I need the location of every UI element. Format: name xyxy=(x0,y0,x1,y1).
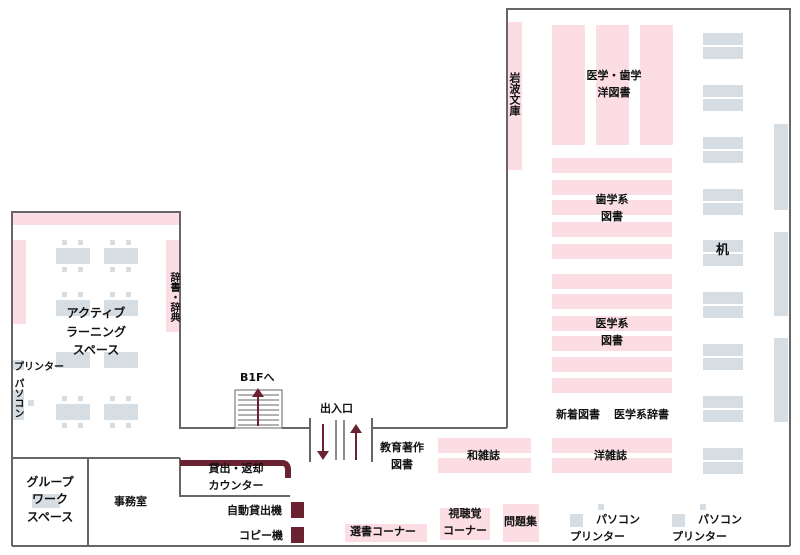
label-line: 洋図書 xyxy=(597,85,631,99)
label-line: カウンター xyxy=(208,478,264,492)
left-pc-printer xyxy=(12,360,34,420)
entrance-label: 出入口 xyxy=(320,402,353,415)
label-line: グループ xyxy=(26,475,74,489)
western-journals-label: 洋雑誌 xyxy=(594,449,627,462)
label-line: 教育著作 xyxy=(380,441,424,454)
medical-dental-western-label: 医学・歯学 洋図書 xyxy=(578,68,650,101)
bottom-pc-printers xyxy=(570,504,706,527)
label-line: 医学・歯学 xyxy=(586,69,642,82)
printer-bottom-1-label: プリンター xyxy=(570,530,625,543)
label-line: 図書 xyxy=(391,457,413,471)
selected-books-label: 選書コーナー xyxy=(350,525,416,538)
horizontal-shelves xyxy=(552,158,672,473)
up-arrow-icon xyxy=(350,424,362,460)
right-desks xyxy=(703,33,743,474)
entrance-gates xyxy=(335,420,345,460)
question-bank-label: 問題集 xyxy=(504,515,537,528)
label-line: 歯学系 xyxy=(595,193,629,206)
label-line: スペース xyxy=(72,343,120,358)
medical-dictionaries-label: 医学系辞書 xyxy=(614,408,669,421)
label-line: 視聴覚 xyxy=(448,507,482,520)
dental-books-label: 歯学系 図書 xyxy=(576,192,648,225)
av-corner-label: 視聴覚 コーナー xyxy=(436,506,494,539)
label-line: ラーニング xyxy=(65,324,126,339)
active-learning-desks xyxy=(56,248,138,420)
iwanami-label: 岩波文庫 xyxy=(508,72,521,116)
right-wall-carrels xyxy=(774,124,788,422)
lending-counter-label: 貸出・返却 カウンター xyxy=(200,461,272,494)
label-line: コーナー xyxy=(443,523,487,537)
active-learning-label: アクティブ ラーニング スペース xyxy=(50,304,142,360)
medical-books-label: 医学系 図書 xyxy=(576,316,648,349)
japanese-journal-shelves xyxy=(438,438,531,473)
printer-bottom-2-label: プリンター xyxy=(672,530,727,543)
down-arrow-icon xyxy=(317,424,329,460)
office-label: 事務室 xyxy=(114,495,147,508)
up-arrow-icon xyxy=(252,388,264,426)
dictionaries-label: 辞書・辞典 xyxy=(168,272,179,322)
label-line: ワーク xyxy=(31,492,68,507)
chairs xyxy=(62,240,131,428)
left-room-shelves xyxy=(12,213,180,332)
japanese-journals-label: 和雑誌 xyxy=(467,449,500,462)
bottom-shelves xyxy=(345,504,539,542)
label-line: 図書 xyxy=(601,333,623,347)
label-line: アクティブ xyxy=(66,306,126,320)
medical-dental-western-shelves xyxy=(552,25,673,145)
group-work-label: グループ ワーク スペース xyxy=(14,474,86,526)
printer-left-label: プリンター xyxy=(14,362,64,373)
group-work-table xyxy=(32,494,60,508)
b1f-label: B1Fへ xyxy=(240,371,275,384)
label-line: 図書 xyxy=(601,209,623,223)
desk-label: 机 xyxy=(716,243,730,258)
label-line: 医学系 xyxy=(595,317,629,330)
lending-counter-desk xyxy=(180,460,291,478)
new-arrivals-label: 新着図書 xyxy=(556,408,600,421)
copier-label: コピー機 xyxy=(239,529,283,542)
iwanami-shelf xyxy=(508,22,522,170)
pc-bottom-1-label: パソコン xyxy=(596,513,640,526)
pc-left-label: パソコン xyxy=(12,378,23,418)
label-line: 貸出・返却 xyxy=(208,462,264,475)
pc-bottom-2-label: パソコン xyxy=(698,513,742,526)
auto-lending-label: 自動貸出機 xyxy=(227,504,282,517)
walls xyxy=(11,8,791,547)
machines xyxy=(291,502,304,543)
faculty-works-label: 教育著作 図書 xyxy=(374,440,430,473)
label-line: スペース xyxy=(26,509,74,524)
